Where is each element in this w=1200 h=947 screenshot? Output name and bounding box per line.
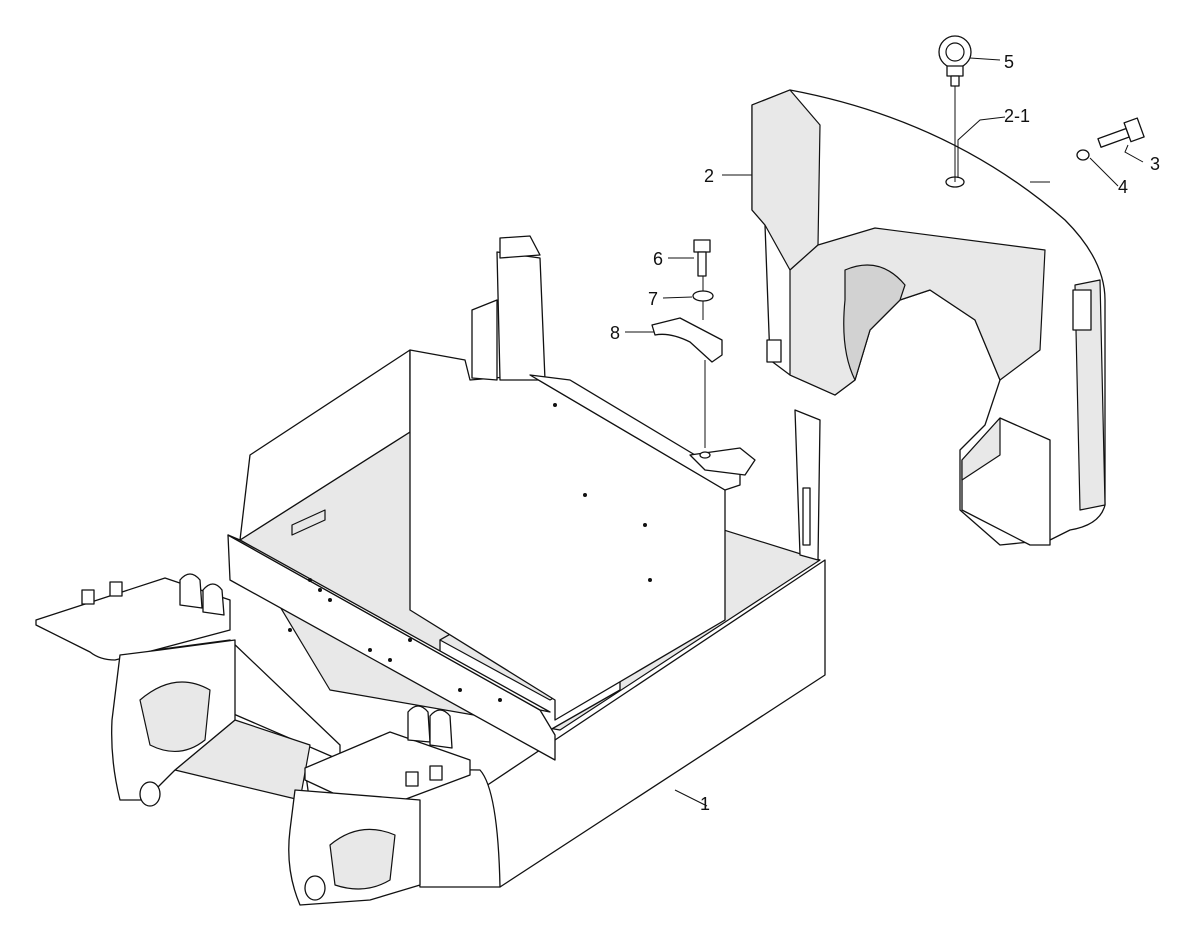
clamp-bracket-part-8	[651, 317, 723, 363]
callout-2-1: 2-1	[1004, 106, 1030, 126]
cover-right-block-side	[961, 417, 1001, 481]
cover-left-latch	[766, 339, 782, 363]
callout-5: 5	[1004, 52, 1014, 72]
cover-notch-left	[843, 264, 906, 381]
eye-bolt-part-5	[938, 35, 972, 87]
callout-2: 2	[704, 166, 714, 186]
callout-3: 3	[1150, 154, 1160, 174]
frame-clamp-hole	[699, 451, 711, 459]
bolt-part-3	[1097, 117, 1145, 148]
callout-7: 7	[648, 289, 658, 309]
bolt-3-head	[1123, 117, 1145, 143]
frame-rear-ear-right	[202, 583, 225, 616]
frame-front-ear-left	[407, 705, 431, 743]
frame-left-leg-cutout	[139, 681, 211, 752]
bolt-3-shank	[1097, 127, 1130, 148]
frame-left-roller	[139, 781, 161, 807]
frame-right-upright-tab	[802, 487, 811, 546]
cover-right-latch	[1072, 289, 1092, 331]
frame-upright-bracket-top	[499, 235, 541, 259]
eye-bolt-collar	[946, 65, 964, 77]
base-frame-part-1	[35, 235, 826, 906]
washer-part-7	[692, 290, 714, 302]
callout-4: 4	[1118, 177, 1128, 197]
frame-wing-tab-2	[109, 581, 123, 597]
frame-wing-tab-1	[81, 589, 95, 605]
cover-inner-face	[789, 227, 1046, 396]
washer-part-4	[1076, 149, 1090, 161]
bolt-6-head	[693, 239, 711, 253]
frame-right-upright	[794, 409, 821, 561]
callout-8: 8	[610, 323, 620, 343]
leader-lines	[625, 57, 1144, 807]
frame-drill-holes	[288, 403, 652, 702]
frame-front-ear-right	[429, 709, 453, 749]
frame-wing-tab-4	[429, 765, 443, 781]
frame-upright-bracket-left	[496, 251, 546, 381]
callout-6: 6	[653, 249, 663, 269]
frame-right-leg-cutout	[329, 828, 396, 890]
eye-bolt-thread	[950, 75, 960, 87]
frame-upright-bracket-small	[471, 299, 498, 381]
frame-wing-tab-3	[405, 771, 419, 787]
callout-1: 1	[700, 794, 710, 814]
callout-labels: 1 2 2-1 3 4 5 6 7 8	[610, 52, 1160, 814]
frame-rear-ear-left	[179, 573, 203, 609]
cover-right-rail	[1074, 279, 1106, 511]
bolt-part-6	[693, 239, 711, 277]
frame-center-partition	[409, 349, 726, 721]
frame-rear-slot	[291, 509, 326, 536]
frame-right-roller	[304, 875, 326, 901]
bolt-6-shank	[697, 251, 707, 277]
counterweight-cover-part-2	[751, 89, 1106, 546]
cover-left-flank	[751, 89, 821, 271]
